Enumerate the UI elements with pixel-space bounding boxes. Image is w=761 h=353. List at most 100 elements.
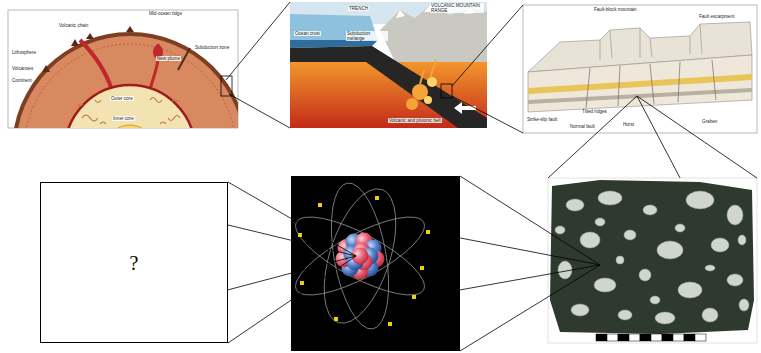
subduction-block-part [441, 84, 452, 98]
conglomerate-photo-part-part [727, 274, 743, 286]
conglomerate-photo-part-part [657, 241, 683, 259]
conglomerate-photo-part-part [643, 205, 657, 215]
part-label: Ocean crust [294, 31, 321, 36]
atom-panel [291, 176, 460, 351]
subduction-block-part-part [420, 60, 436, 84]
earth-cross-section-part-part [12, 32, 238, 128]
conglomerate-photo-part-part [662, 334, 673, 341]
part-label: TRENCH [348, 6, 369, 11]
earth-cross-section-part-part [42, 65, 50, 72]
subduction-block-part-part [406, 98, 418, 110]
atom-model-part-part [388, 322, 392, 326]
conglomerate-photo-part-part [607, 334, 618, 341]
part-label: Continent [11, 78, 33, 83]
conglomerate-photo [548, 178, 757, 343]
conglomerate-photo-part-part [705, 265, 715, 271]
conglomerate-photo-part-part [594, 278, 616, 292]
earth-cross-section-part-part-part [78, 104, 83, 106]
part-label: Strike-slip fault [526, 117, 558, 122]
subduction-block-part-part [396, 10, 405, 18]
earth-cross-section-part-part-part [172, 100, 178, 102]
atom-model-part-part [375, 196, 379, 200]
conglomerate-photo-part-part [566, 199, 584, 211]
part-label: Volcanoes [11, 66, 34, 71]
subduction-block-part [290, 2, 487, 128]
conglomerate-photo-part-part [629, 334, 640, 341]
earth-panel: Mid-ocean ridgeVolcanic chainLithosphere… [8, 10, 238, 128]
atom-model [286, 176, 460, 351]
conglomerate-photo-part [555, 191, 749, 324]
conglomerate-photo-part-part [673, 334, 684, 341]
part-label: Graben [701, 119, 718, 124]
conglomerate-photo-part-part [727, 205, 743, 225]
part-label: Subduction mélange [346, 31, 388, 41]
part-label: Normal fault [569, 124, 596, 129]
subduction-block-part-part [454, 102, 476, 114]
part-label: Horst [622, 122, 635, 127]
zoom-line [228, 182, 356, 343]
subduction-block-part-part [427, 77, 437, 87]
earth-cross-section-part-part-part [100, 122, 106, 124]
conglomerate-photo-part [550, 180, 754, 334]
atom-model-part [291, 179, 434, 334]
atom-model-part [298, 196, 430, 326]
earth-cross-section-part-part [78, 98, 180, 125]
earth-cross-section-part-part-part [82, 115, 98, 121]
earth-cross-section-part-part-part [168, 116, 180, 121]
earth-cross-section-part-part-part [95, 100, 101, 103]
conglomerate-photo-part-part [711, 238, 729, 252]
conglomerate-photo-part-part [618, 310, 632, 320]
atom-model-part-part [412, 295, 416, 299]
conglomerate-photo-part-part [738, 235, 746, 245]
zoom-line [226, 2, 290, 128]
fault-block-diagram-part [523, 5, 757, 133]
atom-model-part-part [426, 230, 430, 234]
part-label: New plume [156, 56, 181, 61]
conglomerate-photo-part [596, 334, 706, 341]
earth-cross-section-part-part [65, 85, 195, 128]
fault-block-diagram-part [528, 55, 752, 112]
atom-model-part-part [334, 317, 338, 321]
fault-block-diagram [523, 5, 757, 133]
subduction-panel: TRENCH VOLCANIC MOUNTAIN RANGE Ocean crust… [290, 2, 487, 128]
question-box: ? [40, 182, 228, 343]
atom-model-part-part [300, 281, 304, 285]
part-label: Fault-block mountain [593, 7, 638, 12]
part-label: Inner core [112, 116, 135, 121]
conglomerate-photo-part-part [580, 232, 600, 248]
atom-model-part [291, 176, 460, 351]
conglomerate-photo-part-part [618, 334, 629, 341]
earth-cross-section-part-part [80, 40, 112, 90]
conglomerate-photo-part-part [640, 334, 651, 341]
part-label: Tilted ridges [581, 109, 608, 114]
conglomerate-photo-part [548, 178, 757, 343]
conglomerate-photo-part-part [596, 334, 607, 341]
earth-cross-section-part [12, 26, 238, 128]
earth-cross-section-part-part [86, 33, 94, 39]
question-mark: ? [130, 253, 139, 273]
part-label: Volcanic chain [58, 23, 89, 28]
atom-model-part-part [310, 180, 410, 332]
atom-model-part-part [291, 203, 434, 309]
rock-panel [548, 178, 757, 343]
conglomerate-photo-part-part [675, 224, 685, 232]
conglomerate-photo-part-part [686, 191, 714, 209]
part-label: Mid-ocean ridge [148, 11, 183, 16]
atom-model-part-part [291, 203, 434, 309]
conglomerate-photo-part-part [616, 256, 624, 264]
atom-model-part-part [322, 179, 399, 334]
conglomerate-photo-part-part [555, 226, 565, 234]
atom-model-part-part [318, 203, 322, 207]
subduction-block [290, 2, 487, 128]
earth-cross-section-part-part-part [150, 98, 162, 103]
part-label: Outer core [110, 96, 134, 101]
fault-block-diagram-part [586, 60, 716, 108]
zoom-line [548, 96, 757, 178]
subduction-block-part-part [380, 5, 487, 62]
conglomerate-photo-part-part [650, 296, 660, 304]
atom-model-part-part [352, 248, 369, 265]
subduction-block-part-part [290, 46, 487, 128]
conglomerate-photo-part-part [595, 218, 605, 226]
part-label: VOLCANIC MOUNTAIN RANGE [430, 3, 484, 13]
